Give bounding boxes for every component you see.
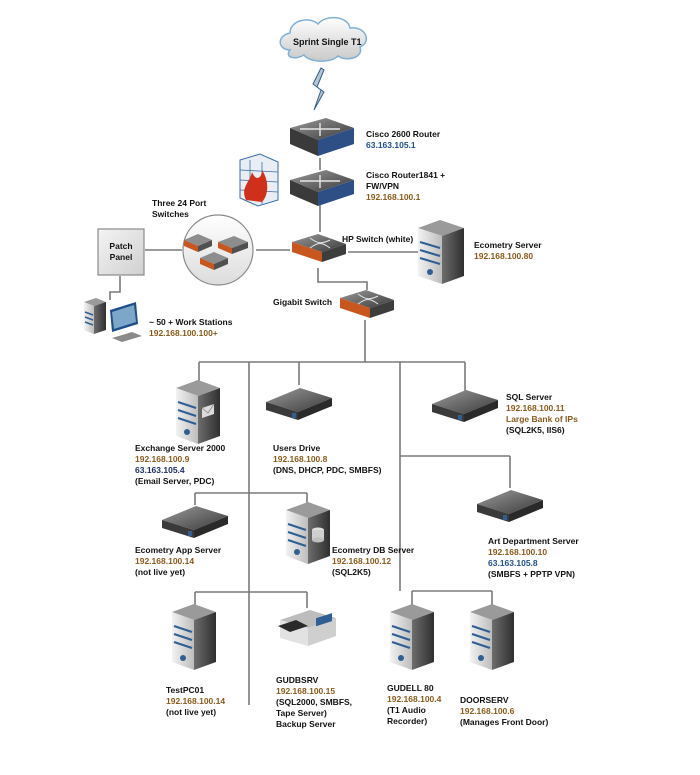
gudbsrv-label: GUDBSRV 192.168.100.15 (SQL2000, SMBFS, … [276, 675, 352, 730]
router-icon [290, 118, 354, 156]
node-ip: 192.168.100.1 [366, 192, 421, 202]
node-name: Cisco Router1841 + [366, 170, 446, 180]
node-name: Users Drive [273, 443, 321, 453]
tape-drive-icon [278, 610, 336, 646]
switch-group-icon [182, 214, 254, 286]
art-dept-label: Art Department Server 192.168.100.10 63.… [488, 536, 579, 580]
connection-lines [109, 158, 511, 705]
switch-icon [292, 234, 346, 262]
node-name: Gigabit Switch [273, 297, 333, 307]
node-ip: 192.168.100.10 [488, 547, 548, 557]
node-note: (SQL2000, SMBFS, [276, 697, 353, 707]
node-ip: 192.168.100.8 [273, 454, 328, 464]
tower-server-icon [418, 220, 464, 284]
node-ip: 192.168.100.6 [460, 706, 515, 716]
patch-panel [97, 228, 145, 276]
node-ip-note: Large Bank of IPs [506, 414, 578, 424]
cloud-label: Sprint Single T1 [293, 37, 362, 47]
node-note: (Manages Front Door) [460, 717, 549, 727]
node-name-cont: FW/VPN [366, 181, 400, 191]
node-name: TestPC01 [166, 685, 205, 695]
switch-icon [340, 290, 394, 318]
users-drive-label: Users Drive 192.168.100.8 (DNS, DHCP, PD… [273, 443, 381, 476]
node-public-ip: 63.163.105.8 [488, 558, 538, 568]
sql-server-label: SQL Server 192.168.100.11 Large Bank of … [506, 392, 578, 436]
rack-server-icon [162, 506, 228, 538]
gigabit-switch-label: Gigabit Switch [273, 297, 332, 308]
tower-server-icon [470, 604, 514, 670]
node-note-cont: Backup Server [276, 719, 336, 729]
node-name-cont: Panel [109, 252, 133, 262]
testpc01-label: TestPC01 192.168.100.14 (not live yet) [166, 685, 225, 718]
rack-server-icon [266, 388, 332, 420]
node-name: HP Switch (white) [342, 234, 414, 244]
tower-server-icon [390, 604, 434, 670]
node-name: ~ 50 + Work Stations [149, 317, 233, 327]
ecometry-app-label: Ecometry App Server 192.168.100.14 (not … [135, 545, 221, 578]
cisco2600-label: Cisco 2600 Router 63.163.105.1 [366, 129, 440, 151]
node-ip: 192.168.100.100+ [149, 328, 218, 338]
firewall-icon [239, 153, 279, 207]
router-icon [290, 170, 354, 206]
ecometry-server-label: Ecometry Server 192.168.100.80 [474, 240, 542, 262]
node-note-cont: Tape Server) [276, 708, 327, 718]
database-server-icon [286, 502, 330, 564]
rack-server-icon [477, 490, 543, 522]
workstations-label: ~ 50 + Work Stations 192.168.100.100+ [149, 317, 232, 339]
node-note: (not live yet) [166, 707, 217, 717]
node-ip: 192.168.100.80 [474, 251, 534, 261]
node-name-cont: Switches [152, 209, 189, 219]
exchange-label: Exchange Server 2000 192.168.100.9 63.16… [135, 443, 225, 487]
node-name: GUDELL 80 [387, 683, 434, 693]
cisco1841-label: Cisco Router1841 + FW/VPN 192.168.100.1 [366, 170, 445, 203]
link-patchpanel-workstations [109, 276, 121, 300]
tower-server-icon [172, 604, 216, 670]
node-name: Ecometry App Server [135, 545, 222, 555]
node-note: (not live yet) [135, 567, 186, 577]
node-name: DOORSERV [460, 695, 509, 705]
doorserv-label: DOORSERV 192.168.100.6 (Manages Front Do… [460, 695, 548, 728]
mail-server-icon [176, 380, 220, 444]
node-name: GUDBSRV [276, 675, 319, 685]
node-name: Patch [109, 241, 133, 251]
node-note: (SQL2K5) [332, 567, 371, 577]
cloud-icon [279, 16, 368, 62]
node-note: (DNS, DHCP, PDC, SMBFS) [273, 465, 382, 475]
lightning-bolt-icon [312, 67, 325, 111]
node-public-ip: 63.163.105.4 [135, 465, 185, 475]
node-public-ip: 63.163.105.1 [366, 140, 416, 150]
node-ip: 192.168.100.12 [332, 556, 392, 566]
node-note-cont: Recorder) [387, 716, 428, 726]
node-name: Cisco 2600 Router [366, 129, 441, 139]
node-name: Exchange Server 2000 [135, 443, 226, 453]
ecometry-db-label: Ecometry DB Server 192.168.100.12 (SQL2K… [332, 545, 414, 578]
node-note: (SMBFS + PPTP VPN) [488, 569, 575, 579]
node-name: Three 24 Port [152, 198, 207, 208]
node-name: Ecometry Server [474, 240, 542, 250]
node-ip: 192.168.100.9 [135, 454, 190, 464]
node-name: SQL Server [506, 392, 553, 402]
node-ip: 192.168.100.14 [135, 556, 195, 566]
node-name: Art Department Server [488, 536, 579, 546]
node-ip: 192.168.100.15 [276, 686, 336, 696]
node-ip: 192.168.100.14 [166, 696, 226, 706]
node-ip: 192.168.100.4 [387, 694, 442, 704]
node-note: (SQL2K5, IIS6) [506, 425, 565, 435]
patch-panel-label: Patch Panel [107, 241, 135, 263]
node-ip: 192.168.100.11 [506, 403, 565, 413]
node-note: (Email Server, PDC) [135, 476, 215, 486]
three-switches-label: Three 24 Port Switches [152, 198, 206, 220]
link-hpswitch-gigabit [317, 268, 368, 290]
hp-switch-label: HP Switch (white) [342, 234, 413, 245]
gudell80-label: GUDELL 80 192.168.100.4 (T1 Audio Record… [387, 683, 441, 727]
node-note: (T1 Audio [387, 705, 426, 715]
workstation-icon [84, 298, 142, 342]
rack-server-icon [432, 390, 498, 422]
node-name: Ecometry DB Server [332, 545, 415, 555]
